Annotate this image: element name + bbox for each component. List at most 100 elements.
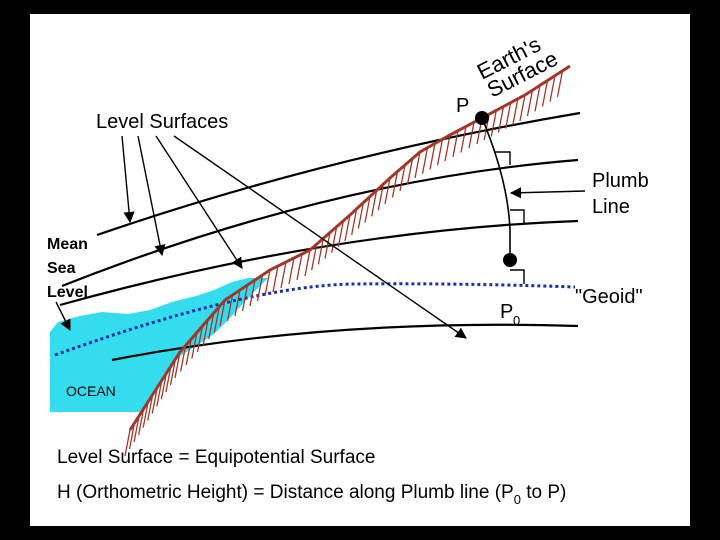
- terrain-hatch-mark: [460, 126, 467, 153]
- terrain-hatch-mark: [133, 415, 140, 442]
- point-p-marker: [475, 111, 489, 125]
- terrain-hatch-mark: [191, 332, 198, 359]
- terrain-hatch-mark: [202, 319, 209, 346]
- terrain-hatch-mark: [364, 196, 371, 223]
- terrain-hatch-mark: [317, 238, 324, 265]
- terrain-hatch-mark: [219, 299, 226, 327]
- terrain-hatch-mark: [512, 98, 519, 125]
- terrain-hatch-mark: [213, 306, 221, 333]
- terrain-hatch-mark: [452, 130, 459, 157]
- right-angle-marker-1: [494, 151, 511, 165]
- arrow-mean-sea-level: [55, 301, 71, 332]
- mean-sea-level-label-3: Level: [47, 284, 88, 301]
- terrain-hatch-mark: [160, 373, 168, 400]
- terrain-hatch-mark: [505, 102, 512, 129]
- plumb-line: [481, 117, 511, 260]
- terrain-hatch-mark: [351, 208, 358, 235]
- terrain-hatch-mark: [226, 294, 234, 322]
- arrow-plumb-line: [509, 187, 586, 199]
- arrow-level-surface-b: [137, 135, 166, 257]
- geoid-label: "Geoid": [575, 286, 643, 308]
- point-p-label: P: [456, 95, 469, 117]
- terrain-hatch-mark: [311, 244, 318, 271]
- terrain-hatch-mark: [429, 143, 436, 170]
- terrain-hatch-mark: [421, 147, 429, 174]
- mean-sea-level-label-2: Sea: [47, 260, 76, 277]
- terrain-hatch-mark: [526, 90, 534, 117]
- terrain-hatch-mark: [534, 85, 541, 112]
- terrain-hatch-mark: [490, 110, 497, 137]
- definition-orthometric-tail: to P): [521, 482, 566, 503]
- level-surface-2: [61, 158, 579, 288]
- terrain-hatch-mark: [556, 70, 564, 97]
- terrain-hatch-mark: [344, 214, 351, 242]
- definition-orthometric-height: H (Orthometric Height) = Distance along …: [57, 482, 566, 507]
- terrain-hatch-mark: [142, 401, 149, 428]
- definition-level-surface: Level Surface = Equipotential Surface: [57, 447, 375, 468]
- terrain-hatch-mark: [147, 394, 154, 421]
- terrain-hatch-mark: [384, 177, 391, 205]
- terrain-hatch-mark: [371, 190, 378, 217]
- arrow-level-surface-d: [173, 135, 467, 339]
- point-p0-marker: [503, 253, 517, 267]
- terrain-hatch-mark: [436, 139, 444, 166]
- terrain-hatch-mark: [208, 312, 215, 340]
- terrain-hatch-mark: [549, 75, 556, 102]
- definition-orthometric-subscript: 0: [514, 492, 521, 507]
- mean-sea-level-label-1: Mean: [47, 236, 88, 253]
- level-surfaces-label: Level Surfaces: [96, 111, 228, 133]
- terrain-hatch-mark: [174, 351, 181, 379]
- plumb-line-label-1: Plumb: [592, 170, 649, 192]
- arrow-level-surface-a: [121, 135, 135, 224]
- terrain-hatch-mark: [304, 249, 311, 277]
- terrain-hatch-mark: [357, 202, 364, 229]
- arrow-level-surface-c: [155, 135, 243, 269]
- terrain-hatch-mark: [124, 429, 131, 457]
- right-angle-marker-2: [510, 209, 525, 224]
- terrain-hatch-mark: [169, 358, 177, 386]
- geoid-line: [54, 282, 576, 357]
- terrain-hatch-mark: [288, 257, 295, 285]
- terrain-hatch-mark: [541, 80, 549, 107]
- ocean-label: OCEAN: [66, 383, 116, 399]
- terrain-hatch-mark: [280, 261, 287, 289]
- level-surface-1: [96, 111, 581, 237]
- terrain-hatching: [124, 70, 564, 457]
- terrain-hatch-mark: [128, 422, 136, 450]
- earth-surface-line: [128, 64, 571, 431]
- terrain-hatch-mark: [296, 253, 303, 281]
- point-p0-label: P: [500, 301, 513, 323]
- terrain-hatch-mark: [264, 269, 271, 297]
- terrain-hatch-mark: [406, 158, 414, 185]
- level-surface-4: [111, 323, 579, 362]
- terrain-hatch-mark: [165, 366, 172, 393]
- terrain-hatch-mark: [337, 220, 344, 247]
- slide-background: [30, 14, 690, 526]
- terrain-hatch-mark: [391, 171, 399, 198]
- terrain-hatch-mark: [151, 387, 158, 414]
- terrain-hatch-mark: [444, 134, 451, 162]
- terrain-hatch-mark: [249, 279, 256, 307]
- terrain-hatch-mark: [179, 345, 187, 372]
- plumb-line-label-2: Line: [592, 196, 630, 218]
- terrain-hatch-mark: [468, 122, 475, 149]
- definition-orthometric-main: H (Orthometric Height) = Distance along …: [57, 482, 514, 503]
- terrain-hatch-mark: [414, 151, 421, 179]
- right-angle-marker-3: [510, 269, 525, 284]
- terrain-hatch-mark: [241, 284, 249, 312]
- terrain-hatch-mark: [256, 274, 264, 302]
- terrain-hatch-mark: [331, 226, 338, 253]
- terrain-hatch-mark: [234, 289, 241, 317]
- terrain-hatch-mark: [196, 325, 204, 353]
- terrain-hatch-mark: [324, 232, 331, 259]
- terrain-hatch-mark: [185, 338, 192, 366]
- terrain-hatch-mark: [399, 164, 406, 192]
- terrain-hatch-mark: [519, 94, 526, 122]
- point-p0-subscript: 0: [513, 313, 520, 328]
- terrain-hatch-mark: [377, 184, 384, 211]
- terrain-hatch-mark: [137, 408, 145, 435]
- terrain-hatch-mark: [497, 106, 505, 133]
- terrain-hatch-mark: [156, 380, 163, 407]
- terrain-hatch-mark: [272, 265, 279, 293]
